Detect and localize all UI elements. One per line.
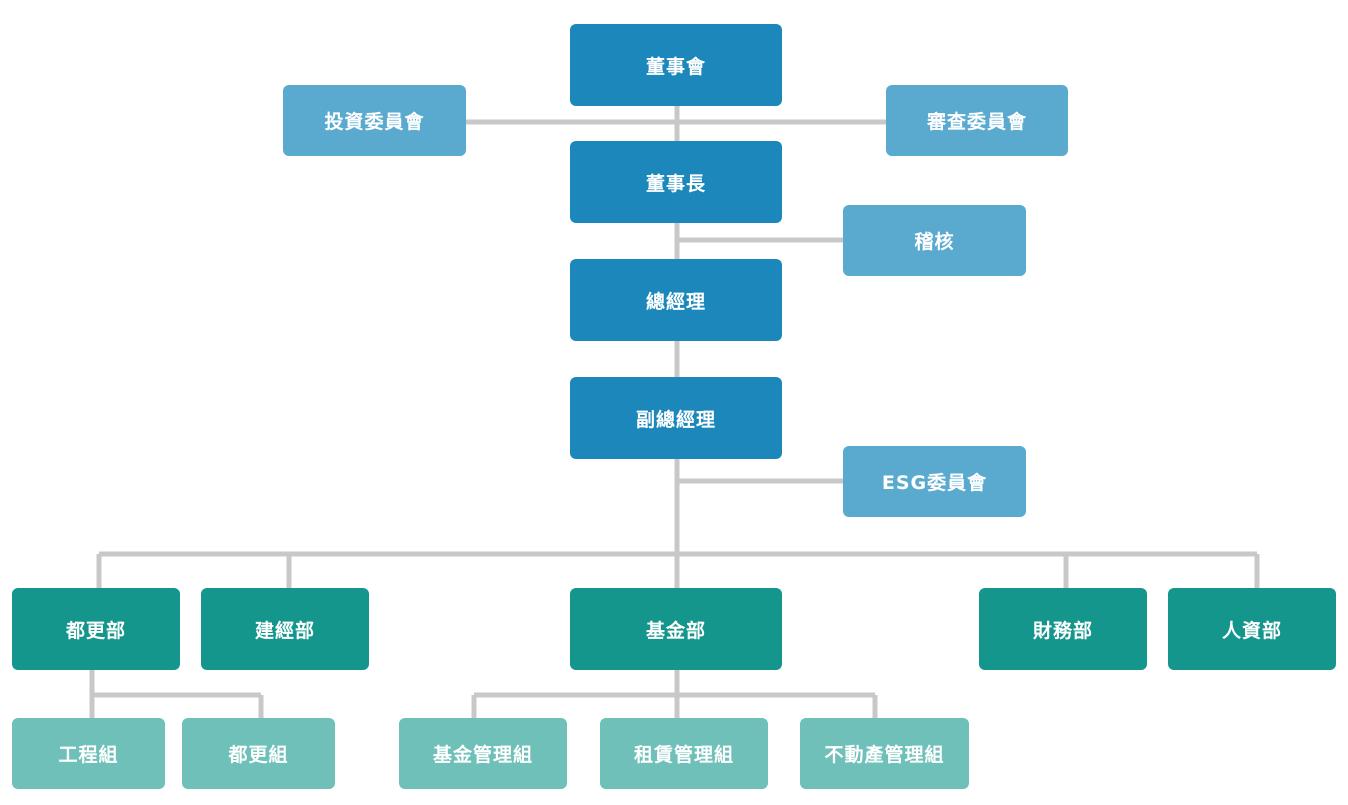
chairman-node: 董事長 — [570, 141, 782, 223]
review-committee-node: 審查委員會 — [886, 85, 1068, 156]
engineering-group-node: 工程組 — [12, 718, 165, 789]
audit-node: 稽核 — [843, 205, 1026, 276]
urban-renewal-dept-node: 都更部 — [12, 588, 180, 670]
board-node: 董事會 — [570, 24, 782, 106]
finance-dept-node: 財務部 — [979, 588, 1147, 670]
fund-dept-node: 基金部 — [570, 588, 782, 670]
fund-management-group-node: 基金管理組 — [399, 718, 567, 789]
deputy-general-manager-node: 副總經理 — [570, 377, 782, 459]
real-estate-management-group-node: 不動產管理組 — [800, 718, 969, 789]
human-resources-dept-node: 人資部 — [1168, 588, 1336, 670]
general-manager-node: 總經理 — [570, 259, 782, 341]
urban-renewal-group-node: 都更組 — [182, 718, 335, 789]
construction-management-dept-node: 建經部 — [201, 588, 369, 670]
esg-committee-node: ESG委員會 — [843, 446, 1026, 517]
investment-committee-node: 投資委員會 — [283, 85, 466, 156]
leasing-management-group-node: 租賃管理組 — [600, 718, 768, 789]
